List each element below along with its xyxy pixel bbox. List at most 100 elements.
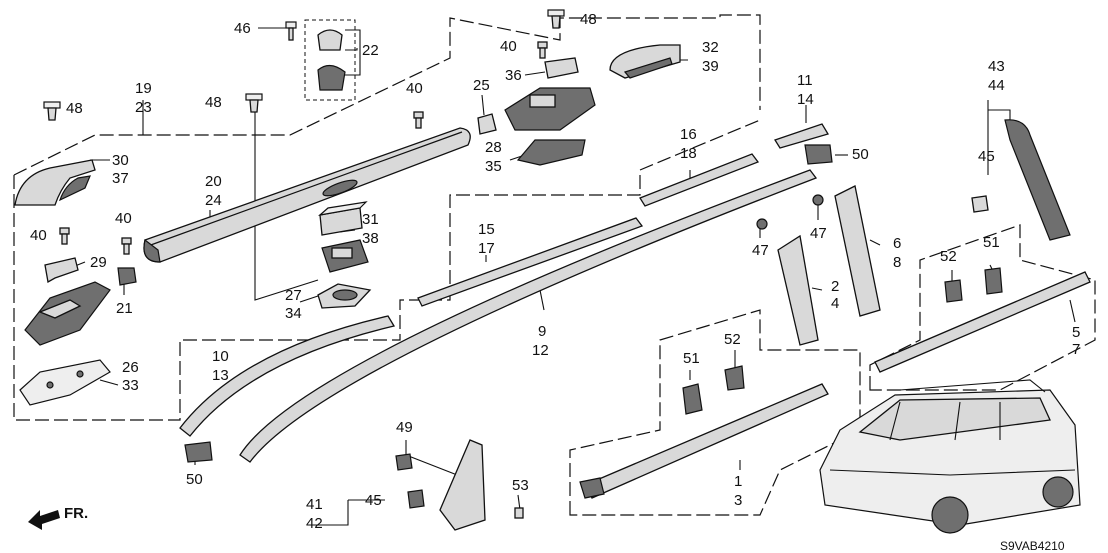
callout-2: 2 xyxy=(831,278,839,295)
callout-50-right: 50 xyxy=(852,146,869,163)
callout-17: 17 xyxy=(478,240,495,257)
callout-5: 5 xyxy=(1072,324,1080,341)
callout-3: 3 xyxy=(734,492,742,509)
part-bolt-40-a xyxy=(59,227,70,245)
part-clip-48-mid xyxy=(245,93,263,113)
callout-48-top: 48 xyxy=(580,11,597,28)
part-screw-53 xyxy=(514,507,524,519)
part-clip-48-top xyxy=(547,9,565,29)
part-side-sill-1 xyxy=(579,383,829,499)
callout-32: 32 xyxy=(702,39,719,56)
callout-9: 9 xyxy=(538,323,546,340)
front-direction-arrow-icon xyxy=(28,510,60,530)
part-roof-rail-20 xyxy=(143,127,471,263)
part-bracket-29 xyxy=(44,257,79,284)
part-bracket-36 xyxy=(544,57,579,79)
callout-45-rear: 45 xyxy=(978,148,995,165)
part-clip-50-right xyxy=(804,144,833,165)
callout-35: 35 xyxy=(485,158,502,175)
callout-43: 43 xyxy=(988,58,1005,75)
callout-7: 7 xyxy=(1072,341,1080,358)
callout-4: 4 xyxy=(831,295,839,312)
part-molding-16 xyxy=(639,153,760,207)
part-rail-bracket-assembly xyxy=(24,281,111,346)
part-clip-52-rear xyxy=(944,279,963,303)
callout-34: 34 xyxy=(285,305,302,322)
callout-51-side: 51 xyxy=(683,350,700,367)
part-end-cap-30 xyxy=(14,159,96,206)
vehicle-illustration xyxy=(819,379,1081,534)
callout-12: 12 xyxy=(532,342,549,359)
part-screw-46 xyxy=(285,21,297,41)
part-clip-45-front xyxy=(407,489,425,509)
callout-48-mid: 48 xyxy=(205,94,222,111)
group-outline-sidesill xyxy=(569,309,861,516)
part-pillar-garnish-2 xyxy=(777,234,819,346)
part-molding-10 xyxy=(179,315,396,437)
part-molding-9 xyxy=(239,169,818,463)
part-pad-28 xyxy=(516,139,586,166)
callout-16: 16 xyxy=(680,126,697,143)
part-clip-21 xyxy=(117,267,137,286)
part-clip-52-side xyxy=(724,365,745,391)
part-molding-15 xyxy=(417,217,644,307)
part-pillar-garnish-6 xyxy=(834,185,881,317)
callout-21: 21 xyxy=(116,300,133,317)
callout-47-right: 47 xyxy=(810,225,827,242)
callout-52-side: 52 xyxy=(724,331,741,348)
callout-53: 53 xyxy=(512,477,529,494)
part-front-housing xyxy=(504,87,596,131)
callout-6: 6 xyxy=(893,235,901,252)
group-outline-left xyxy=(13,119,761,421)
part-clip-45-rear xyxy=(971,195,989,213)
callout-40-c: 40 xyxy=(406,80,423,97)
callout-29: 29 xyxy=(90,254,107,271)
callout-11: 11 xyxy=(797,72,813,89)
callout-50-left: 50 xyxy=(186,471,203,488)
callout-41: 41 xyxy=(306,496,323,513)
callout-23: 23 xyxy=(135,99,152,116)
callout-31: 31 xyxy=(362,211,379,228)
callout-44: 44 xyxy=(988,77,1005,94)
callout-33: 33 xyxy=(122,377,139,394)
callout-39: 39 xyxy=(702,58,719,75)
callout-30: 30 xyxy=(112,152,129,169)
part-clip-51-side xyxy=(682,383,703,415)
callout-37: 37 xyxy=(112,170,129,187)
part-clip-48-left xyxy=(43,101,61,121)
callout-labels: 46 22 48 48 48 19 23 30 37 20 24 40 40 4… xyxy=(30,11,1080,553)
callout-8: 8 xyxy=(893,254,901,271)
part-clip-51-rear xyxy=(984,267,1003,295)
part-screw-47-a xyxy=(756,218,768,230)
callout-20: 20 xyxy=(205,173,222,190)
callout-15: 15 xyxy=(478,221,495,238)
part-mount-27 xyxy=(321,239,369,273)
callout-26: 26 xyxy=(122,359,139,376)
callout-18: 18 xyxy=(680,145,697,162)
part-pillar-43 xyxy=(1004,119,1071,241)
callout-52-rear: 52 xyxy=(940,248,957,265)
callout-14: 14 xyxy=(797,91,814,108)
group-outline-top xyxy=(13,14,761,176)
callout-47-left: 47 xyxy=(752,242,769,259)
part-cover-32 xyxy=(609,44,681,79)
callout-40-d: 40 xyxy=(500,38,517,55)
part-pad-34 xyxy=(317,283,372,309)
callout-38: 38 xyxy=(362,230,379,247)
part-flap-41 xyxy=(439,439,486,531)
callout-28: 28 xyxy=(485,139,502,156)
part-trim-11 xyxy=(774,123,829,149)
callout-40-a: 40 xyxy=(30,227,47,244)
callout-27: 27 xyxy=(285,287,302,304)
part-base-26 xyxy=(19,359,111,406)
part-block-31 xyxy=(317,201,368,236)
callout-19: 19 xyxy=(135,80,152,97)
diagram-code: S9VAB4210 xyxy=(1000,539,1065,553)
part-clip-50-left xyxy=(184,441,213,463)
callout-51-rear: 51 xyxy=(983,234,1000,251)
callout-13: 13 xyxy=(212,367,229,384)
part-bolt-40-b xyxy=(121,237,132,255)
part-bolt-40-c xyxy=(413,111,424,129)
callout-1: 1 xyxy=(734,473,742,490)
